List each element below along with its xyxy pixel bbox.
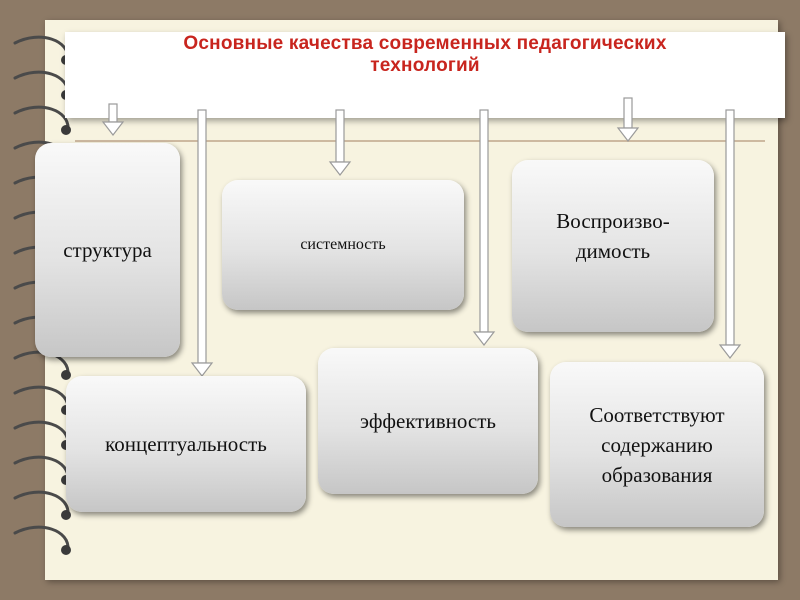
- quality-label: Воспроизво- димость: [556, 206, 669, 266]
- quality-label: системность: [300, 236, 385, 254]
- quality-box-reproducibility: Воспроизво- димость: [512, 160, 714, 332]
- quality-label: Соответствуют содержанию образования: [589, 400, 724, 490]
- quality-box-systemness: системность: [222, 180, 464, 310]
- quality-box-correspondence: Соответствуют содержанию образования: [550, 362, 764, 527]
- quality-box-structure: структура: [35, 143, 180, 357]
- quality-label: концептуальность: [105, 432, 267, 457]
- page-rule-line: [75, 140, 765, 142]
- quality-label: структура: [63, 238, 152, 263]
- quality-label: эффективность: [360, 409, 496, 434]
- diagram-title: Основные качества современных педагогиче…: [65, 32, 785, 77]
- quality-box-conceptuality: концептуальность: [66, 376, 306, 512]
- title-box: Основные качества современных педагогиче…: [65, 32, 785, 118]
- quality-box-efficiency: эффективность: [318, 348, 538, 494]
